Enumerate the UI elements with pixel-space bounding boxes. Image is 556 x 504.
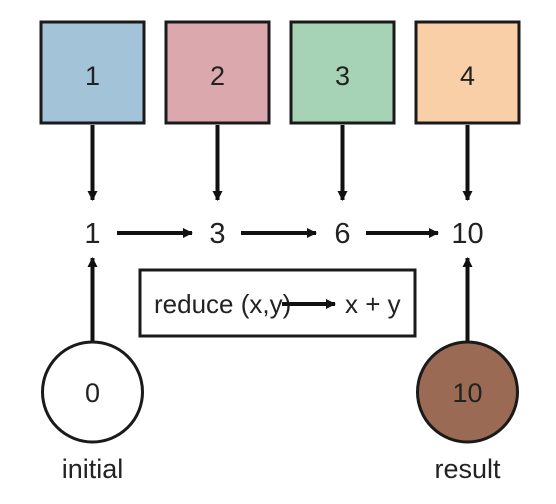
result-value: 10: [452, 378, 482, 408]
input-box-2: 2: [164, 20, 271, 125]
running-sum-2: 3: [209, 218, 225, 250]
input-box-2-label: 2: [210, 61, 225, 91]
initial-circle: [41, 340, 144, 444]
input-box-1-shape: [39, 20, 146, 125]
result-circle: [416, 340, 519, 444]
initial-node: 0: [41, 340, 144, 444]
initial-caption: initial: [62, 454, 124, 484]
input-box-2-shape: [164, 20, 271, 125]
running-sum-1: 1: [84, 218, 100, 250]
running-sum-3: 6: [334, 218, 350, 250]
input-box-3-shape: [289, 20, 396, 125]
input-box-3: 3: [289, 20, 396, 125]
input-box-1: 1: [39, 20, 146, 125]
formula-left-text: reduce (x,y): [154, 289, 291, 319]
formula-right-text: x + y: [345, 289, 401, 319]
initial-value: 0: [85, 378, 100, 408]
input-box-3-label: 3: [335, 61, 350, 91]
formula-box: reduce (x,y) x + y: [138, 268, 417, 338]
input-box-4-label: 4: [460, 61, 475, 91]
running-sum-4: 10: [451, 218, 483, 250]
result-caption: result: [434, 454, 501, 484]
result-node: 10: [416, 340, 519, 444]
input-box-4-shape: [414, 20, 521, 125]
input-box-1-label: 1: [85, 61, 100, 91]
input-box-4: 4: [414, 20, 521, 125]
formula-box-shape: [138, 268, 417, 338]
